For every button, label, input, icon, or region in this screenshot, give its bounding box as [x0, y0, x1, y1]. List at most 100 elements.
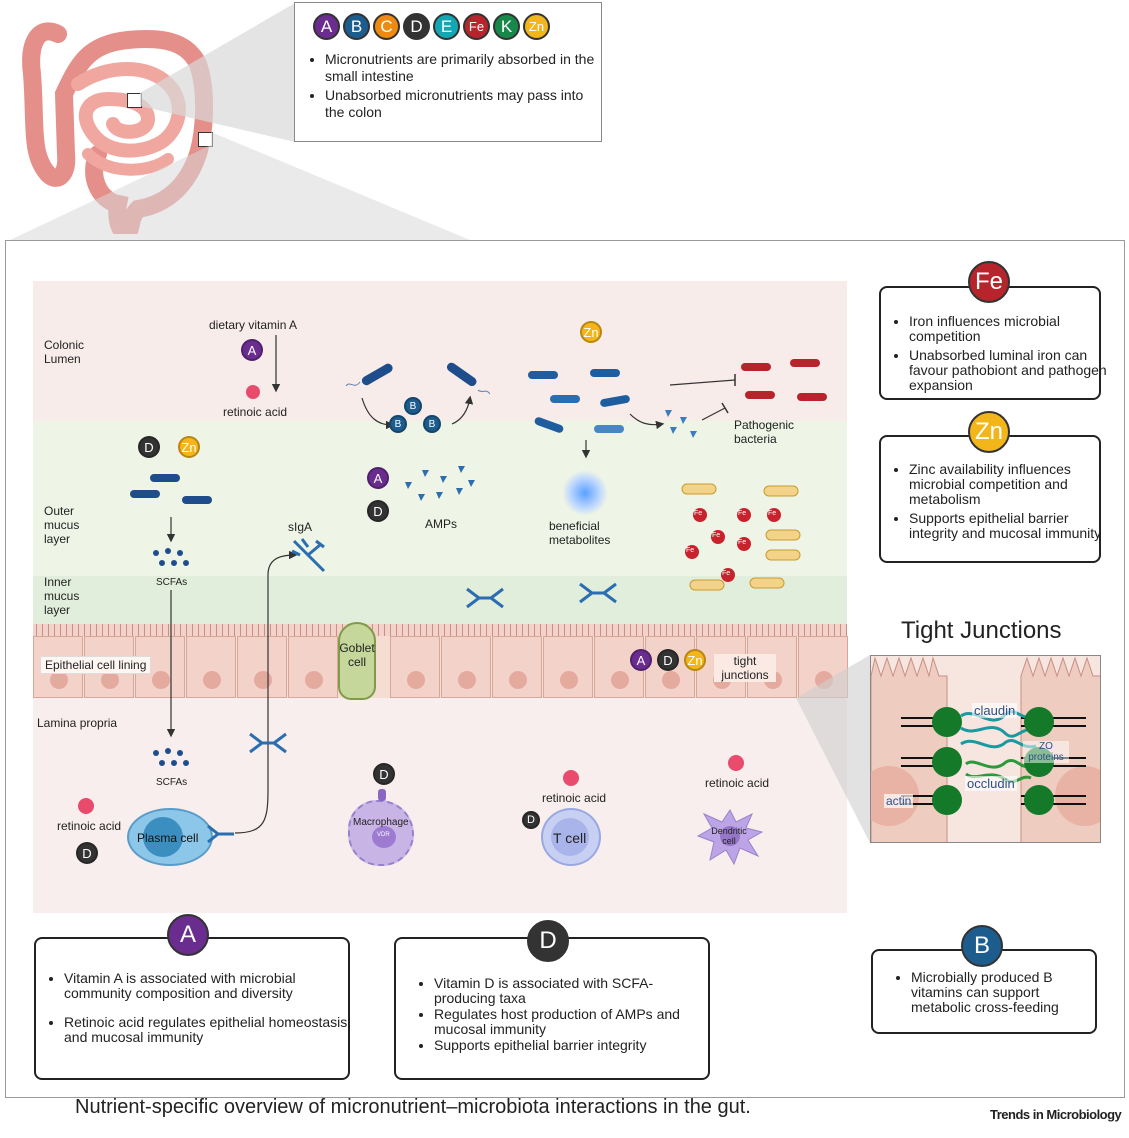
info-box-b: Microbially produced B vitamins can supp…	[871, 949, 1097, 1034]
d-bullet-1: Vitamin D is associated with SCFA-produc…	[434, 976, 714, 1006]
badge-fe: Fe	[463, 13, 490, 40]
plasma-antibody	[207, 824, 234, 844]
fe-dot-label: Fe	[738, 539, 747, 546]
tight-junctions-title: Tight Junctions	[901, 617, 1062, 644]
label-colonic-lumen: Colonic Lumen	[44, 338, 85, 366]
b-bullet-1: Microbially produced B vitamins can supp…	[911, 970, 1101, 1015]
t-cell-nucleus	[551, 818, 589, 856]
label-claudin: claudin	[972, 703, 1018, 718]
fe-bullet-2: Unabsorbed luminal iron can favour patho…	[909, 348, 1114, 393]
dendritic-cell	[696, 809, 764, 866]
fe-badge: Fe	[968, 261, 1010, 303]
microvilli	[33, 624, 847, 636]
label-lamina: Lamina propria	[37, 716, 118, 730]
info-box-a: Vitamin A is associated with microbial c…	[34, 937, 350, 1080]
label-retinoic-acid-lamina: retinoic acid	[57, 819, 122, 833]
fe-dot-label: Fe	[686, 547, 695, 554]
fe-dot-label: Fe	[694, 510, 703, 517]
label-t-cell: T cell	[553, 830, 587, 846]
zn-bullet-1: Zinc availability influences microbial c…	[909, 462, 1114, 507]
label-scfas-mucus: SCFAs	[156, 577, 188, 588]
plasma-cell-nucleus	[143, 817, 183, 857]
journal-logo: Trends in Microbiology	[990, 1107, 1122, 1122]
bacteria-scfa-producers	[130, 474, 212, 504]
epithelial-cell	[492, 636, 542, 698]
epithelial-cell	[186, 636, 236, 698]
epithelial-cell	[390, 636, 440, 698]
label-occludin: occludin	[965, 776, 1017, 791]
retinoic-acid-dot-tcell	[563, 770, 579, 786]
label-retinoic-acid-dc: retinoic acid	[705, 776, 770, 790]
vitamin-b-badge-3: B	[404, 397, 422, 415]
epithelial-nucleus	[662, 671, 680, 689]
badge-a: A	[313, 13, 340, 40]
fe-dot-label: Fe	[768, 510, 777, 517]
amp-particles	[405, 466, 475, 501]
fe-dot-label: Fe	[712, 532, 721, 539]
scfa-dots-lamina	[153, 748, 189, 766]
label-beneficial-metabolites: beneficial metabolites	[549, 519, 611, 547]
vitamin-d-badge-tj: D	[657, 649, 679, 671]
label-goblet-cell: Goblet cell	[339, 641, 375, 669]
label-siga: sIgA	[288, 520, 313, 534]
vitamin-d-badge-amps: D	[367, 500, 389, 522]
label-retinoic-acid-tcell: retinoic acid	[542, 791, 607, 805]
vitamin-a-badge-tj: A	[630, 649, 652, 671]
fe-dot-label: Fe	[722, 570, 731, 577]
main-panel-frame	[5, 240, 1125, 1098]
scfa-dots-mucus	[153, 548, 189, 566]
info-box-fe: Iron influences microbial competition Un…	[879, 286, 1107, 400]
vitamin-d-badge-tcell: D	[522, 811, 540, 829]
goblet-cell	[338, 622, 376, 700]
badge-c: C	[373, 13, 400, 40]
a-bullet-1: Vitamin A is associated with microbial c…	[64, 971, 354, 1001]
vitamin-b-badge-1: B	[389, 415, 407, 433]
top-legend-bullets: Micronutrients are primarily absorbed in…	[305, 51, 595, 121]
antibody-inner-1	[466, 587, 504, 609]
epithelial-nucleus	[611, 671, 629, 689]
epithelial-nucleus	[203, 671, 221, 689]
bacteria-b-cluster	[345, 362, 490, 395]
beneficial-metabolites-cloud	[562, 470, 608, 516]
colonic-lumen-region	[33, 281, 847, 421]
zinc-particles	[665, 410, 697, 438]
epithelial-nucleus	[407, 671, 425, 689]
fe-dot-label: Fe	[738, 510, 747, 517]
d-badge: D	[527, 920, 569, 962]
zn-bullet-2: Supports epithelial barrier integrity an…	[909, 511, 1114, 541]
badge-zn: Zn	[523, 13, 550, 40]
label-pathogenic-bacteria: Pathogenic bacteria	[734, 418, 795, 446]
badge-k: K	[493, 13, 520, 40]
zn-badge-tj: Zn	[684, 649, 706, 671]
label-inner-mucus: Inner mucus layer	[44, 575, 80, 617]
badge-e: E	[433, 13, 460, 40]
d-bullet-3: Supports epithelial barrier integrity	[434, 1038, 714, 1053]
top-bullet-1: Micronutrients are primarily absorbed in…	[325, 51, 595, 85]
label-epithelial: Epithelial cell lining	[40, 656, 152, 674]
label-amps: AMPs	[425, 517, 458, 531]
epithelial-cell	[594, 636, 644, 698]
label-dietary-vitamin-a: dietary vitamin A	[209, 318, 298, 332]
zn-badge: Zn	[968, 411, 1010, 453]
vitamin-d-badge-mucus: D	[138, 436, 160, 458]
figure-caption: Nutrient-specific overview of micronutri…	[75, 1096, 751, 1118]
vitamin-a-badge-mucus: A	[367, 467, 389, 489]
vitamin-a-badge-lumen: A	[241, 339, 263, 361]
zoom-cones	[10, 3, 470, 240]
epithelial-nucleus	[509, 671, 527, 689]
siga-antibody-top	[291, 538, 326, 573]
top-bullet-2: Unabsorbed micronutrients may pass into …	[325, 87, 595, 121]
vitamin-d-badge-lamina: D	[76, 842, 98, 864]
epithelial-cell	[288, 636, 338, 698]
retinoic-acid-dot-lamina	[78, 798, 94, 814]
vdr-receptor	[378, 789, 386, 801]
zn-badge-mucus: Zn	[178, 436, 200, 458]
epithelial-nucleus	[152, 671, 170, 689]
label-plasma-cell: Plasma cell	[137, 831, 199, 845]
fe-and-pathobionts	[681, 483, 801, 591]
epithelial-nucleus	[458, 671, 476, 689]
fe-bullet-1: Iron influences microbial competition	[909, 314, 1114, 344]
